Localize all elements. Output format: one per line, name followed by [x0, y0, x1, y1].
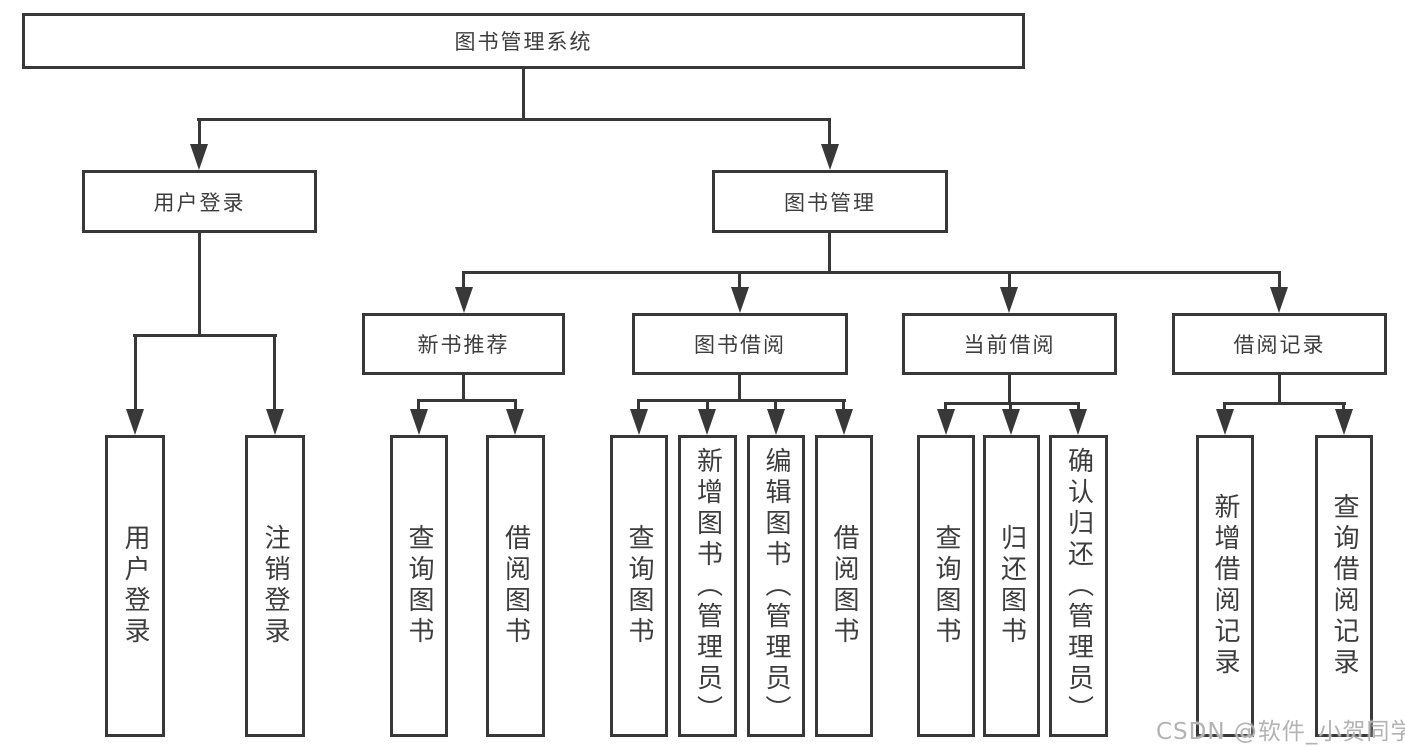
arrowhead-down [126, 409, 144, 435]
connector-line [462, 271, 1281, 274]
arrowhead-down [731, 287, 749, 313]
arrowhead-down [821, 144, 839, 170]
connector-line [197, 118, 831, 121]
connector-line [1223, 402, 1226, 412]
node-book-management: 图书管理 [712, 170, 948, 233]
leaf-logout: 注销登录 [245, 435, 305, 737]
connector-line [134, 334, 137, 411]
connector-line [198, 233, 201, 336]
arrowhead-down [506, 409, 524, 435]
connector-line [273, 334, 276, 411]
leaf-edit-books-admin: 编辑图书（管理员） [747, 435, 805, 737]
leaf-borrow-books: 借阅图书 [815, 435, 873, 737]
connector-line [522, 69, 525, 121]
node-user-login: 用户登录 [82, 170, 317, 233]
connector-line [417, 399, 517, 402]
connector-line [706, 399, 709, 412]
arrowhead-down [455, 287, 473, 313]
connector-line [944, 402, 947, 412]
arrowhead-down [1002, 409, 1020, 435]
arrowhead-down [1335, 409, 1353, 435]
leaf-add-borrow-record: 新增借阅记录 [1196, 435, 1254, 737]
connector-line [133, 334, 277, 337]
connector-line [1223, 402, 1346, 405]
arrowhead-down [937, 409, 955, 435]
connector-line [738, 271, 741, 289]
connector-line [1008, 271, 1011, 289]
arrowhead-down [1069, 409, 1087, 435]
connector-line [1278, 271, 1281, 289]
csdn-watermark: CSDN @软件_小贺同学 [1156, 719, 1405, 745]
node-library-management-system: 图书管理系统 [22, 13, 1025, 69]
arrowhead-down [630, 409, 648, 435]
connector-line [1342, 402, 1345, 412]
leaf-borrow-books-recommend: 借阅图书 [486, 435, 545, 737]
node-book-borrowing: 图书借阅 [632, 313, 848, 375]
connector-line [462, 375, 465, 402]
arrowhead-down [698, 409, 716, 435]
connector-line [842, 399, 845, 412]
connector-line [738, 375, 741, 402]
connector-line [417, 399, 420, 412]
node-current-borrowing: 当前借阅 [902, 313, 1117, 375]
leaf-confirm-return-admin: 确认归还（管理员） [1049, 435, 1108, 737]
node-borrowing-records: 借阅记录 [1172, 313, 1387, 375]
connector-line [198, 118, 201, 148]
arrowhead-down [1000, 287, 1018, 313]
arrowhead-down [190, 144, 208, 170]
leaf-query-books-current: 查询图书 [917, 435, 975, 737]
connector-line [944, 402, 1080, 405]
connector-line [514, 399, 517, 412]
arrowhead-down [410, 409, 428, 435]
connector-line [1278, 375, 1281, 405]
connector-line [637, 399, 640, 412]
leaf-query-borrow-record: 查询借阅记录 [1315, 435, 1373, 737]
node-new-book-recommend: 新书推荐 [362, 313, 565, 375]
arrowhead-down [767, 409, 785, 435]
leaf-return-books: 归还图书 [983, 435, 1040, 737]
leaf-add-books-admin: 新增图书（管理员） [678, 435, 737, 737]
leaf-user-login: 用户登录 [105, 435, 165, 737]
connector-line [462, 271, 465, 289]
arrowhead-down [835, 409, 853, 435]
connector-line [774, 399, 777, 412]
connector-line [637, 399, 846, 402]
connector-line [1008, 375, 1011, 405]
connector-line [1009, 402, 1012, 412]
arrowhead-down [1216, 409, 1234, 435]
leaf-query-books-recommend: 查询图书 [390, 435, 448, 737]
connector-line [828, 118, 831, 148]
arrowhead-down [1270, 287, 1288, 313]
connector-line [828, 233, 831, 274]
leaf-query-books-borrow: 查询图书 [610, 435, 668, 737]
connector-line [1077, 402, 1080, 412]
arrowhead-down [266, 409, 284, 435]
